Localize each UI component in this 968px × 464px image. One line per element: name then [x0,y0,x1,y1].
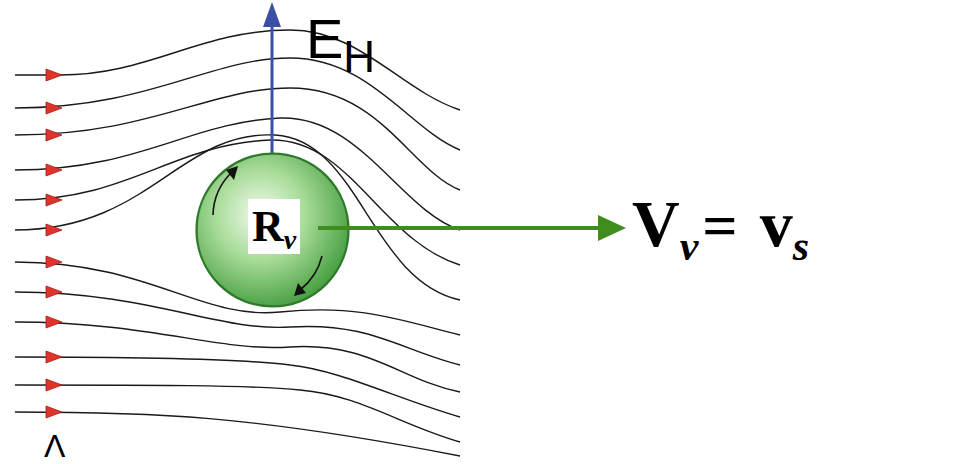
symbol-box: Rv [248,199,300,254]
vortex-subscript: v [284,224,296,256]
label-group: EH [306,6,375,71]
label-group: Vv=vs [632,186,809,262]
velocity-subscript: s [793,222,809,270]
vortex-circle: Rv [195,152,350,308]
vortex-symbol: R [252,201,284,252]
label-group: Λ [44,428,65,464]
equals-sign: = [702,190,737,261]
velocity-subscript: v [680,222,699,270]
velocity-symbol: V [632,186,680,262]
field-subscript: H [343,32,375,82]
field-symbol: E [306,6,343,71]
flux-symbol: Λ [44,428,65,464]
velocity-symbol: v [760,186,793,262]
